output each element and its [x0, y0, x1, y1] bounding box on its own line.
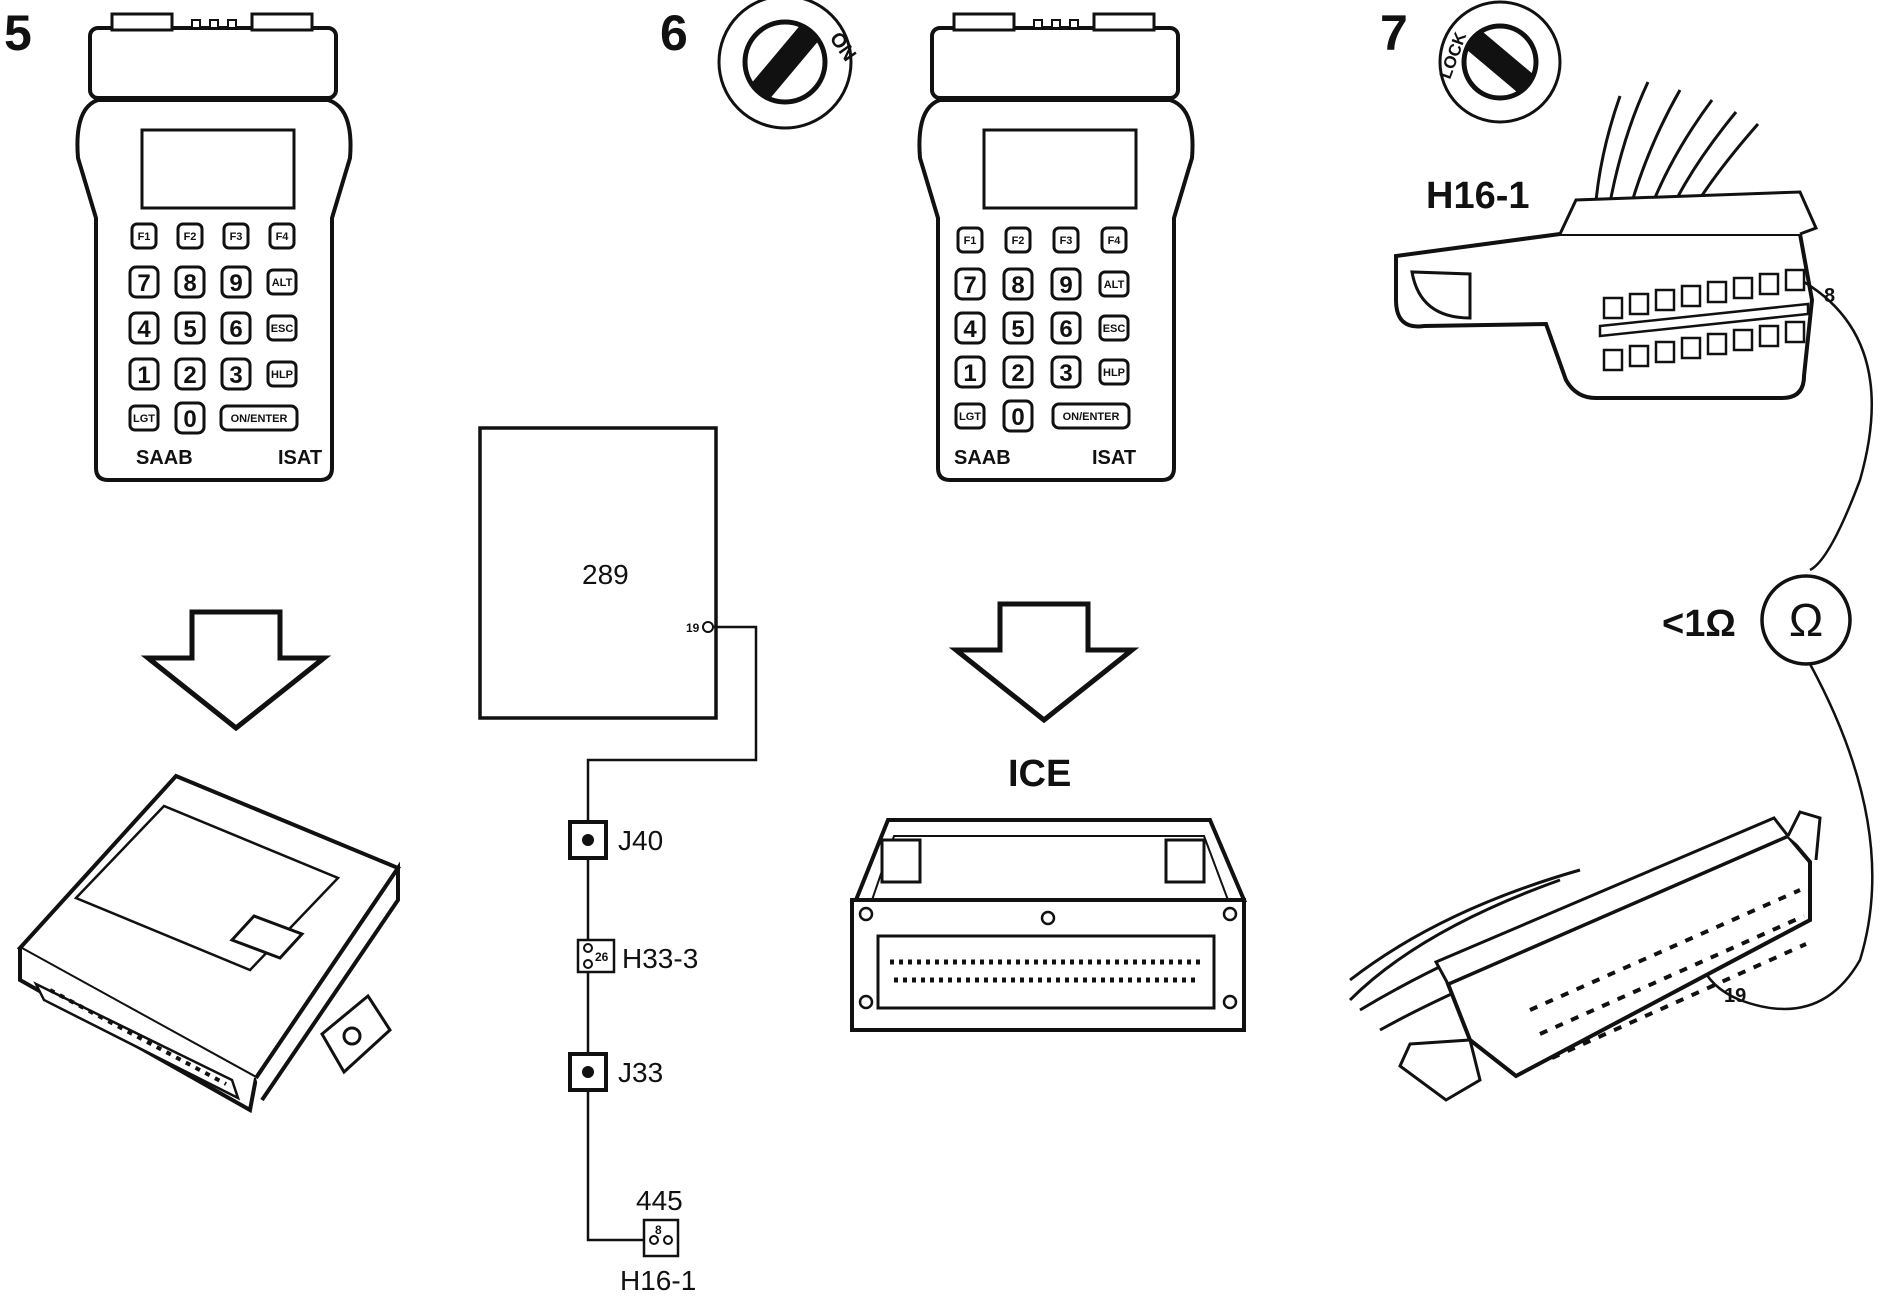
control-unit-box [478, 426, 718, 720]
key-f3: F3 [230, 231, 243, 243]
isat-keypad: F1 F2 F3 F4 7 8 9 ALT 4 5 6 ESC 1 2 3 HL… [128, 222, 299, 435]
ice-connector-plug [1348, 810, 1822, 1102]
key-7: 7 [137, 270, 150, 297]
key-9: 9 [1059, 272, 1072, 299]
ice-unit-illustration [850, 818, 1248, 1032]
arrow-down-icon [148, 612, 324, 728]
step-7-number: 7 [1380, 5, 1408, 61]
step-6-number: 6 [660, 5, 688, 61]
pin-number-19: 19 [686, 621, 700, 635]
key-on-enter: ON/ENTER [231, 413, 288, 425]
control-module-illustration [16, 773, 402, 1114]
ignition-on-icon: ON [717, 0, 860, 130]
pin-label-19: 19 [1724, 985, 1746, 1007]
isat-model: ISAT [1092, 447, 1136, 469]
meter-lead-bottom [1698, 663, 1874, 1011]
key-hlp: HLP [271, 369, 293, 381]
key-lgt: LGT [133, 413, 155, 425]
ice-label: ICE [1008, 753, 1071, 795]
key-f4: F4 [276, 231, 290, 243]
key-f1: F1 [964, 235, 977, 247]
key-0: 0 [183, 406, 196, 433]
key-2: 2 [1011, 360, 1024, 387]
key-8: 8 [1011, 272, 1024, 299]
key-6: 6 [229, 316, 242, 343]
ohm-symbol: Ω [1789, 594, 1823, 646]
key-esc: ESC [271, 323, 294, 335]
arrow-down-icon [956, 604, 1132, 720]
key-lgt: LGT [959, 411, 981, 423]
key-5: 5 [183, 316, 196, 343]
key-3: 3 [1059, 360, 1072, 387]
key-on-enter: ON/ENTER [1063, 411, 1120, 423]
resistance-value: <1Ω [1662, 603, 1736, 645]
step-5-number: 5 [4, 5, 32, 61]
diag-connector-number: 445 [636, 1185, 683, 1216]
ohmmeter-icon: Ω [1760, 574, 1852, 666]
h33-pin: 26 [595, 950, 609, 964]
junction-j40: J40 [618, 825, 663, 856]
isat-tester-step5: F1 F2 F3 F4 7 8 9 ALT 4 5 6 ESC 1 2 3 HL… [75, 12, 353, 482]
key-f3: F3 [1060, 235, 1073, 247]
key-4: 4 [963, 316, 977, 343]
key-5: 5 [1011, 316, 1024, 343]
key-f1: F1 [138, 231, 151, 243]
key-7: 7 [963, 272, 976, 299]
key-hlp: HLP [1103, 367, 1125, 379]
control-unit-number: 289 [582, 559, 629, 590]
isat-brand: SAAB [954, 447, 1011, 469]
key-4: 4 [137, 316, 151, 343]
key-alt: ALT [272, 277, 293, 289]
key-f2: F2 [184, 231, 197, 243]
key-f2: F2 [1012, 235, 1025, 247]
diag-pin: 8 [655, 1223, 662, 1237]
meter-lead-top [1803, 280, 1873, 572]
key-1: 1 [963, 360, 976, 387]
connector-h33-3: H33-3 [622, 943, 698, 974]
key-8: 8 [183, 270, 196, 297]
key-f4: F4 [1108, 235, 1122, 247]
isat-model: ISAT [278, 447, 322, 469]
key-2: 2 [183, 362, 196, 389]
diagnostic-connector-h16-1 [1394, 81, 1819, 400]
diag-connector-h16-1: H16-1 [620, 1265, 696, 1296]
key-3: 3 [229, 362, 242, 389]
ignition-lock-icon: LOCK [1436, 0, 1562, 124]
key-6: 6 [1059, 316, 1072, 343]
key-0: 0 [1011, 404, 1024, 431]
key-1: 1 [137, 362, 150, 389]
isat-keypad: F1 F2 F3 F4 7 8 9 ALT 4 5 6 ESC 1 2 3 HL… [954, 226, 1131, 433]
key-esc: ESC [1103, 323, 1126, 335]
key-alt: ALT [1104, 279, 1125, 291]
key-9: 9 [229, 270, 242, 297]
pin-label-8: 8 [1824, 285, 1835, 307]
isat-tester-step6: F1 F2 F3 F4 7 8 9 ALT 4 5 6 ESC 1 2 3 HL… [917, 12, 1195, 482]
wiring-schematic: 289 19 J40 26 H33-3 J33 445 8 H16-1 [478, 426, 758, 1296]
connector-h16-1-label: H16-1 [1426, 175, 1530, 217]
junction-j33: J33 [618, 1057, 663, 1088]
isat-brand: SAAB [136, 447, 193, 469]
